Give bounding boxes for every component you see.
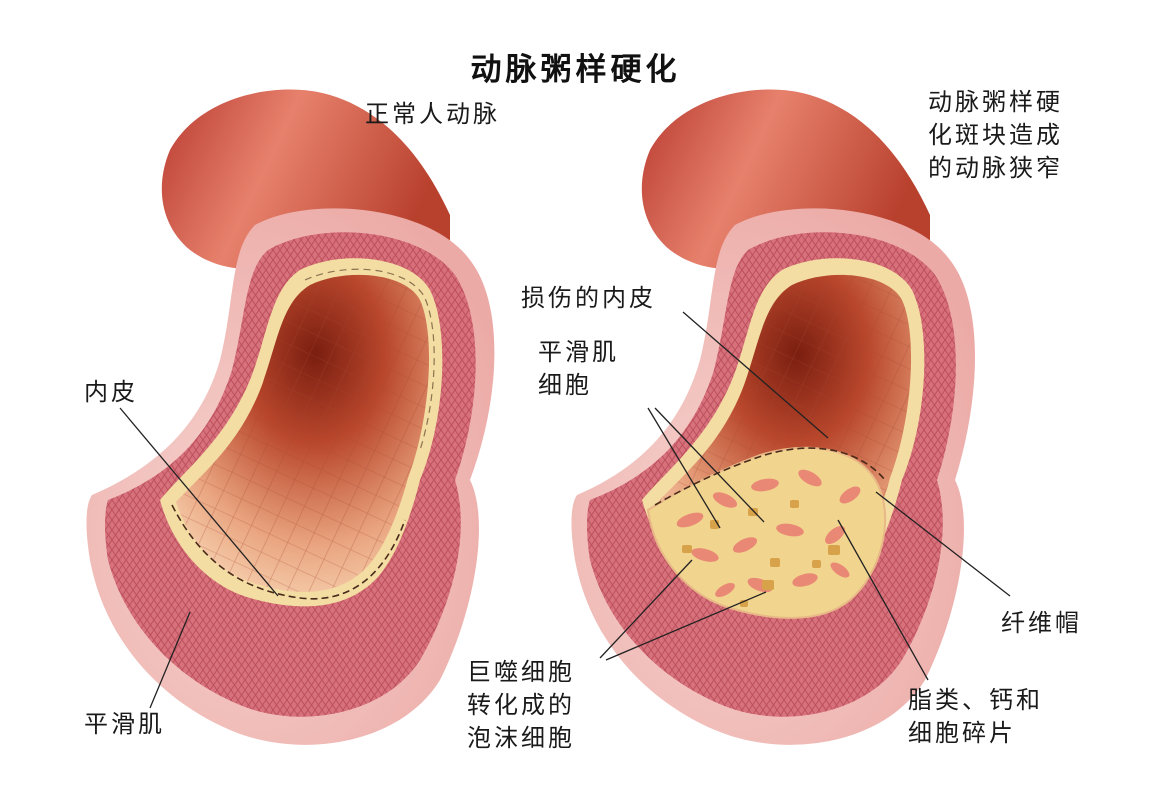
leader-smooth-muscle <box>149 611 191 709</box>
foam-cell <box>792 573 818 587</box>
foam-cell <box>712 492 738 508</box>
foam-cell <box>715 583 735 597</box>
label-lipid-calcium-line: 脂类、钙和 <box>908 686 1043 714</box>
fibrous-cap-dashes <box>654 447 886 506</box>
leader-smooth-muscle-cells-1 <box>647 407 721 529</box>
leader-foam-cells-1 <box>599 559 693 659</box>
foam-cell <box>691 548 719 562</box>
label-fibrous-cap: 纤维帽 <box>1001 609 1082 637</box>
foam-cell <box>676 512 704 528</box>
leader-damaged-endothelium <box>682 311 829 439</box>
label-foam-cells-line: 泡沫细胞 <box>467 724 575 752</box>
normal-artery-label: 正常人动脉 <box>365 100 500 128</box>
leader-lines <box>119 311 1011 709</box>
narrowed-artery-label-line: 的动脉狭窄 <box>928 154 1063 182</box>
narrowed-artery-label-line: 化斑块造成 <box>928 121 1063 149</box>
label-smooth-muscle-cells-line: 细胞 <box>538 371 592 399</box>
leader-foam-cells-2 <box>605 591 767 661</box>
lipid-deposit <box>770 558 780 567</box>
normal-artery-lumen-fibers <box>176 274 430 592</box>
foam-cell <box>825 526 845 544</box>
lipid-deposit <box>812 560 821 568</box>
lipid-deposit <box>762 580 774 590</box>
foam-cell <box>798 469 822 487</box>
label-smooth-muscle: 平滑肌 <box>84 710 165 738</box>
foam-cell <box>830 562 850 578</box>
plaque <box>646 446 887 619</box>
leader-smooth-muscle-cells-2 <box>654 407 765 523</box>
label-foam-cells: 巨噬细胞 转化成的 泡沫细胞 <box>467 656 575 755</box>
label-foam-cells-line: 转化成的 <box>467 691 575 719</box>
label-smooth-muscle-cells-line: 平滑肌 <box>538 338 619 366</box>
narrowed-artery-label-line: 动脉粥样硬 <box>928 88 1063 116</box>
foam-cell <box>776 523 804 537</box>
narrowed-artery <box>571 89 975 745</box>
label-foam-cells-line: 巨噬细胞 <box>467 658 575 686</box>
leader-lipid-calcium <box>837 519 929 681</box>
lipid-deposit <box>790 500 799 508</box>
lipid-deposit <box>682 545 692 553</box>
label-damaged-endothelium: 损伤的内皮 <box>521 284 656 312</box>
foam-cell <box>732 537 758 553</box>
leader-fibrous-cap <box>875 491 1011 597</box>
lipid-deposit <box>828 545 840 555</box>
label-lipid-calcium-line: 细胞碎片 <box>908 719 1016 747</box>
foam-cell <box>751 478 779 492</box>
label-endothelium: 内皮 <box>84 378 138 406</box>
normal-artery <box>86 89 495 745</box>
label-smooth-muscle-cells: 平滑肌 细胞 <box>538 336 619 402</box>
narrowed-artery-label: 动脉粥样硬 化斑块造成 的动脉狭窄 <box>928 86 1063 185</box>
foam-cell <box>839 486 861 504</box>
diagram-title: 动脉粥样硬化 <box>470 52 681 88</box>
lipid-deposits <box>682 500 840 607</box>
normal-artery-inner-dashes <box>171 504 406 600</box>
leader-endothelium <box>119 407 279 597</box>
label-lipid-calcium: 脂类、钙和 细胞碎片 <box>908 684 1043 750</box>
